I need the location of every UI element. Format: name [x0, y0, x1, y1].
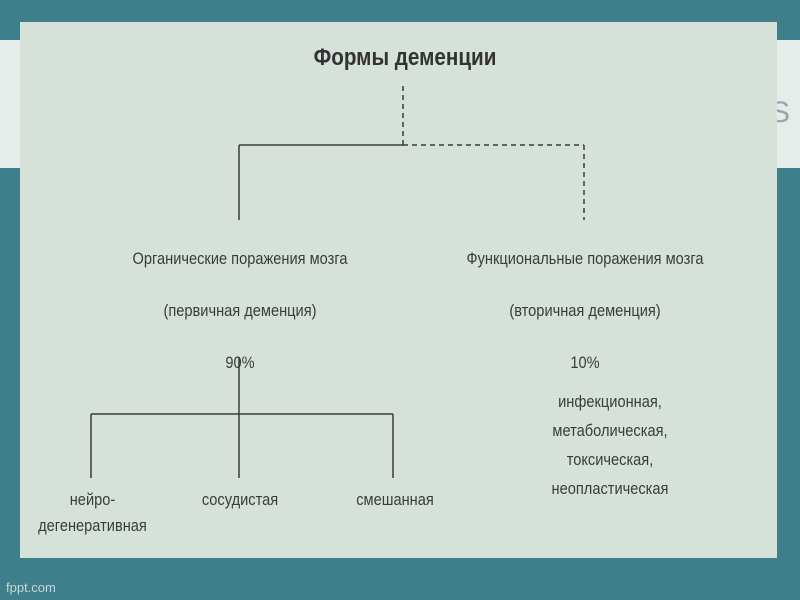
functional-node: Функциональные поражения мозга (вторична…	[456, 220, 714, 402]
organic-node-name: Органические поражения мозга	[132, 249, 348, 268]
functional-node-subtitle: (вторичная деменция)	[509, 301, 661, 320]
organic-node-subtitle: (первичная деменция)	[163, 301, 317, 320]
secondary-types-list: инфекционная, метаболическая, токсическа…	[551, 392, 669, 498]
diagram-title: Формы деменции	[313, 44, 497, 71]
leaf-vascular: сосудистая	[201, 490, 279, 509]
functional-node-percent: 10%	[570, 353, 600, 372]
functional-node-name: Функциональные поражения мозга	[466, 249, 704, 268]
leaf-mixed: смешанная	[356, 490, 434, 509]
connector-lines	[90, 86, 585, 478]
diagram-panel: Формы деменции Органические поражения мо…	[20, 22, 777, 558]
organic-node-percent: 90%	[225, 353, 255, 372]
leaf-neurodegenerative: нейро- дегенеративная	[38, 490, 147, 535]
fppt-watermark: fppt.com	[6, 580, 56, 595]
organic-node: Органические поражения мозга (первичная …	[120, 220, 361, 402]
